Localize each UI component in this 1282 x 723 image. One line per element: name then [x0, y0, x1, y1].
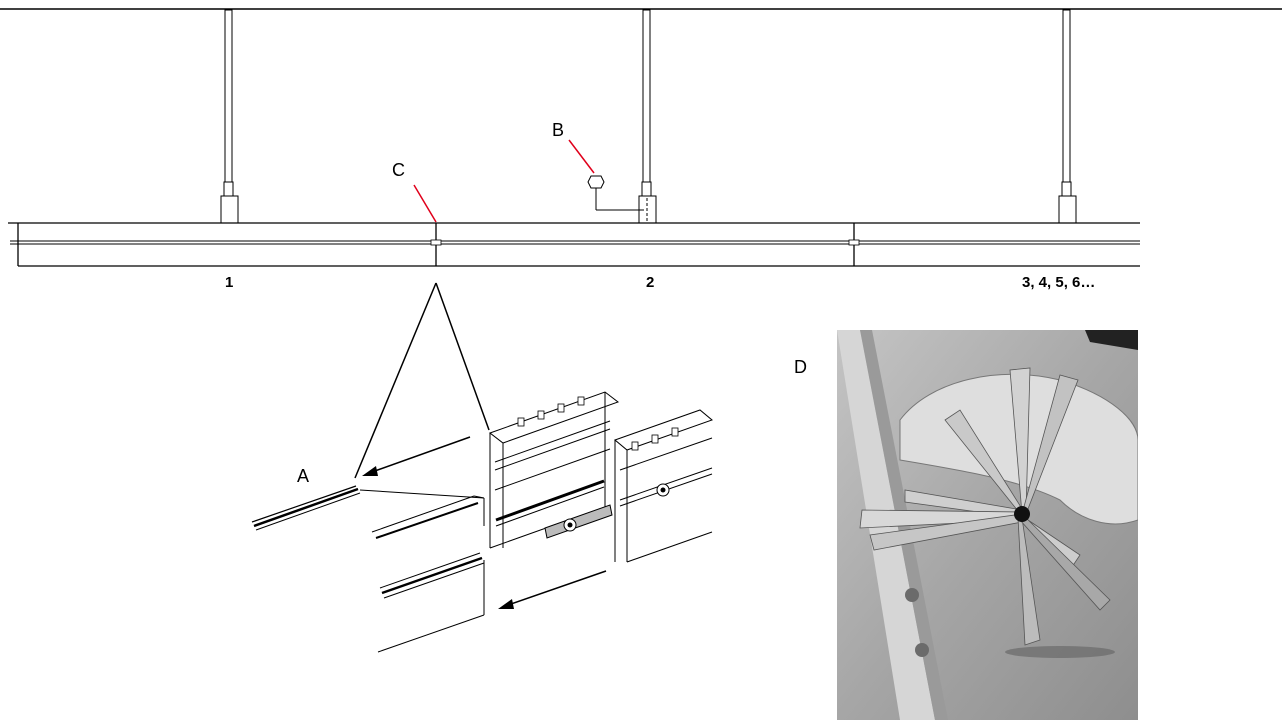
- label-b: B: [552, 120, 564, 140]
- zoom-lines: [354, 282, 490, 479]
- label-c: C: [392, 160, 405, 180]
- exploded-joint-view: [251, 391, 713, 653]
- section-1-label: 1: [225, 274, 233, 291]
- feeler-gauge-photo: [837, 330, 1138, 720]
- screw-b: [587, 175, 648, 222]
- leader-b: [568, 139, 595, 174]
- suspension-rod: [638, 9, 657, 224]
- section-3-label: 3, 4, 5, 6…: [1022, 274, 1095, 291]
- suspension-rod: [1058, 9, 1077, 224]
- label-a: A: [297, 466, 309, 486]
- luminaire-rail: [8, 222, 1140, 267]
- section-2-label: 2: [646, 274, 654, 291]
- leader-c: [413, 184, 437, 223]
- label-d: D: [794, 357, 807, 377]
- suspension-rod: [220, 9, 239, 224]
